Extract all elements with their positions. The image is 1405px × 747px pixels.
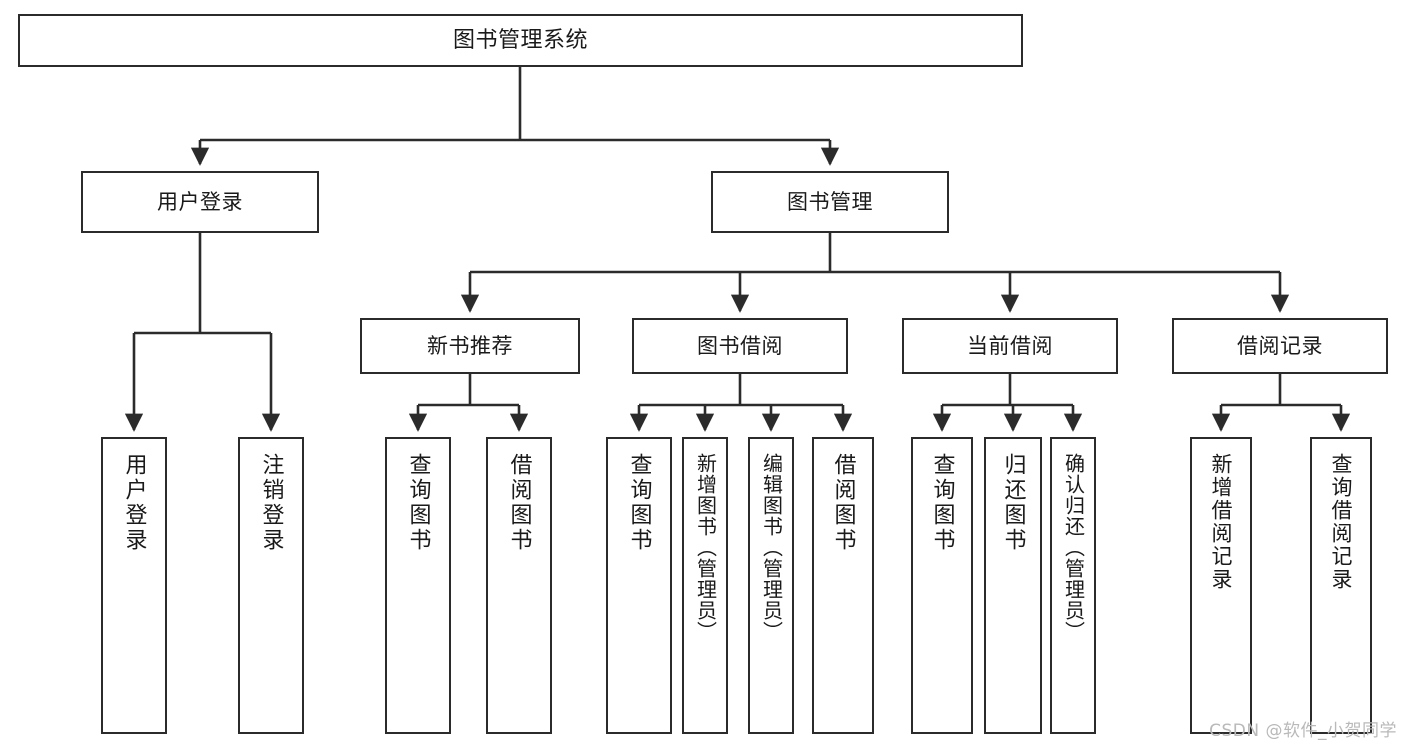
- node-leaf-add-book[interactable]: 新增图书（管理员）: [682, 437, 728, 734]
- node-user-login-label: 用户登录: [157, 189, 243, 214]
- node-leaf-add-book-label: 新增图书（管理员）: [693, 453, 718, 642]
- node-leaf-user-logout[interactable]: 注销登录: [238, 437, 304, 734]
- node-borrow-record[interactable]: 借阅记录: [1172, 318, 1388, 374]
- node-leaf-add-record-label: 新增借阅记录: [1209, 453, 1234, 591]
- node-book-borrow[interactable]: 图书借阅: [632, 318, 848, 374]
- node-leaf-query-book-1[interactable]: 查询图书: [385, 437, 451, 734]
- node-leaf-edit-book-label: 编辑图书（管理员）: [759, 453, 784, 642]
- node-book-manage[interactable]: 图书管理: [711, 171, 949, 233]
- node-leaf-query-book-3[interactable]: 查询图书: [911, 437, 973, 734]
- node-leaf-edit-book[interactable]: 编辑图书（管理员）: [748, 437, 794, 734]
- node-leaf-query-book-2-label: 查询图书: [626, 453, 652, 553]
- node-leaf-borrow-book-1[interactable]: 借阅图书: [486, 437, 552, 734]
- node-leaf-query-book-1-label: 查询图书: [405, 453, 431, 553]
- csdn-watermark: CSDN @软件_小贺同学: [1209, 721, 1397, 741]
- node-leaf-query-book-3-label: 查询图书: [929, 453, 955, 553]
- node-user-login[interactable]: 用户登录: [81, 171, 319, 233]
- node-new-book-recommend[interactable]: 新书推荐: [360, 318, 580, 374]
- node-leaf-return-book-label: 归还图书: [1000, 453, 1026, 553]
- node-leaf-confirm-return[interactable]: 确认归还（管理员）: [1050, 437, 1096, 734]
- node-root-label: 图书管理系统: [452, 27, 588, 53]
- node-leaf-user-login-label: 用户登录: [121, 453, 147, 553]
- node-book-manage-label: 图书管理: [787, 189, 873, 214]
- node-leaf-borrow-book-2-label: 借阅图书: [830, 453, 856, 553]
- node-book-borrow-label: 图书借阅: [697, 333, 783, 358]
- node-leaf-query-book-2[interactable]: 查询图书: [606, 437, 672, 734]
- node-leaf-query-record-label: 查询借阅记录: [1329, 453, 1354, 591]
- node-leaf-borrow-book-1-label: 借阅图书: [506, 453, 532, 553]
- node-root-system[interactable]: 图书管理系统: [18, 14, 1023, 67]
- node-leaf-return-book[interactable]: 归还图书: [984, 437, 1042, 734]
- node-leaf-add-record[interactable]: 新增借阅记录: [1190, 437, 1252, 734]
- node-leaf-user-login[interactable]: 用户登录: [101, 437, 167, 734]
- node-leaf-user-logout-label: 注销登录: [258, 453, 284, 553]
- node-borrow-record-label: 借阅记录: [1237, 333, 1323, 358]
- node-new-book-recommend-label: 新书推荐: [427, 333, 513, 358]
- node-leaf-query-record[interactable]: 查询借阅记录: [1310, 437, 1372, 734]
- node-current-borrow-label: 当前借阅: [967, 333, 1053, 358]
- node-leaf-borrow-book-2[interactable]: 借阅图书: [812, 437, 874, 734]
- node-current-borrow[interactable]: 当前借阅: [902, 318, 1118, 374]
- node-leaf-confirm-return-label: 确认归还（管理员）: [1061, 453, 1086, 642]
